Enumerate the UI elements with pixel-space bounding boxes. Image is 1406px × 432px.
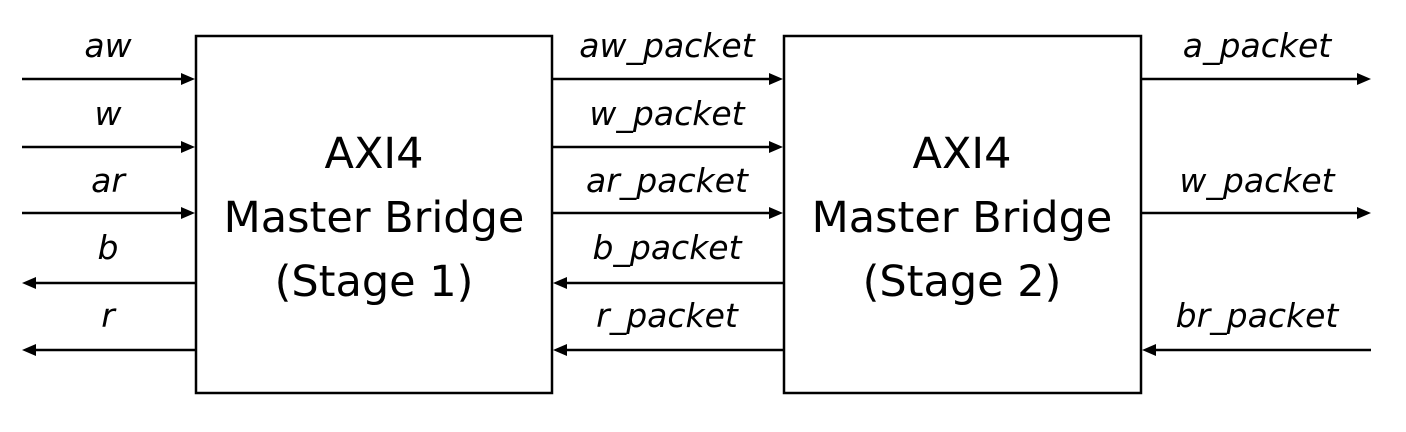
arrowhead-b xyxy=(22,277,36,289)
signal-label-ar-packet: ar_packet xyxy=(586,161,749,200)
stage1-title-line3: (Stage 1) xyxy=(275,257,474,307)
signal-label-w-packet: w_packet xyxy=(589,94,745,133)
arrowhead-aw-packet xyxy=(769,73,783,85)
stage1-title-line2: Master Bridge xyxy=(224,193,525,243)
signal-label-r-packet: r_packet xyxy=(596,296,739,335)
signal-label-a-packet: a_packet xyxy=(1183,26,1332,65)
arrowhead-ar xyxy=(181,207,195,219)
stage2-title-line2: Master Bridge xyxy=(812,193,1113,243)
stage1-block xyxy=(194,34,554,395)
stage2-block xyxy=(782,34,1143,395)
stage1-title-line1: AXI4 xyxy=(325,129,424,179)
signal-label-b: b xyxy=(98,228,119,267)
arrowhead-r xyxy=(22,344,36,356)
stage2-title-line3: (Stage 2) xyxy=(863,257,1062,307)
arrowhead-w xyxy=(181,141,195,153)
arrowhead-a-packet xyxy=(1357,73,1371,85)
arrowhead-r-packet xyxy=(553,344,567,356)
signal-label-r: r xyxy=(101,296,117,335)
arrowhead-ar-packet xyxy=(769,207,783,219)
arrowhead-w-packet-out xyxy=(1357,207,1371,219)
signal-label-w-packet-out: w_packet xyxy=(1179,161,1335,200)
arrowhead-w-packet xyxy=(769,141,783,153)
signal-label-ar: ar xyxy=(91,161,127,200)
arrowhead-aw xyxy=(181,73,195,85)
signal-label-b-packet: b_packet xyxy=(592,228,742,267)
arrowhead-b-packet xyxy=(553,277,567,289)
signal-label-aw-packet: aw_packet xyxy=(579,26,755,65)
arrowhead-br-packet xyxy=(1142,344,1156,356)
signal-label-br-packet: br_packet xyxy=(1176,296,1340,335)
signal-label-aw: aw xyxy=(84,26,132,65)
stage2-title-line1: AXI4 xyxy=(913,129,1012,179)
signal-label-w: w xyxy=(95,94,123,133)
